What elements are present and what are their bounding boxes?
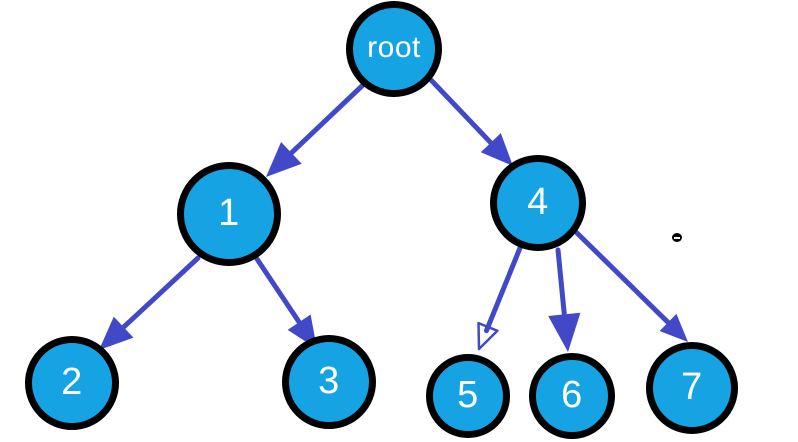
node-label-5: 5 — [457, 374, 479, 416]
edge-1-to-2 — [99, 255, 201, 350]
edge-1-to-3 — [254, 256, 317, 349]
edge-root-to-1 — [266, 82, 366, 177]
tree-node-5: 5 — [426, 354, 510, 438]
node-label-7: 7 — [681, 366, 703, 408]
edge-4-to-7 — [573, 229, 688, 342]
node-label-6: 6 — [561, 374, 583, 416]
tree-node-2: 2 — [25, 336, 119, 430]
node-label-3: 3 — [318, 360, 340, 402]
tree-node-7: 7 — [646, 342, 738, 434]
node-label-root: root — [367, 31, 421, 64]
tree-node-3: 3 — [282, 335, 376, 429]
tree-node-4: 4 — [490, 155, 586, 251]
tree-node-6: 6 — [529, 353, 615, 439]
edge-4-to-5 — [477, 245, 523, 351]
tree-node-root: root — [346, 1, 442, 97]
node-label-4: 4 — [527, 181, 549, 223]
edge-4-to-6 — [548, 247, 581, 352]
stray-dot-artifact — [672, 233, 682, 242]
node-label-1: 1 — [218, 192, 240, 234]
tree-node-1: 1 — [177, 162, 281, 266]
edge-root-to-4 — [428, 77, 513, 166]
node-label-2: 2 — [61, 361, 83, 403]
